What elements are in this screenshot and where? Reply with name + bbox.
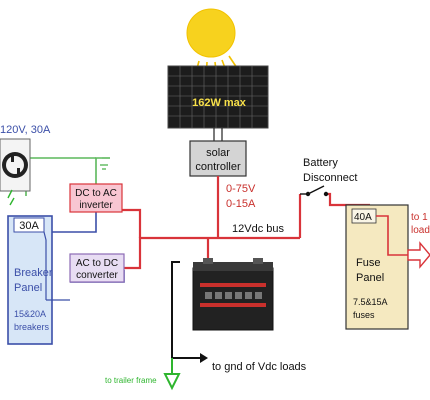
ground-vdc-label: to gnd of Vdc loads <box>212 361 307 373</box>
panel-controller-wires <box>213 128 223 142</box>
shore-power-green-marker <box>7 189 15 206</box>
converter-line1: AC to DC <box>76 258 118 269</box>
shore-power-label: 120V, 30A <box>0 124 51 136</box>
fuse-panel-box <box>345 204 409 330</box>
converter-box <box>69 253 125 283</box>
breaker-main-rating: 30A <box>19 220 39 232</box>
fuse-output-arrow-icon <box>407 241 430 269</box>
controller-current-label: 0-15A <box>226 198 256 210</box>
sun-icon <box>186 8 236 58</box>
fuse-main-rating: 40A <box>354 212 372 223</box>
ground-wire <box>171 261 200 359</box>
solar-controller-box <box>189 140 247 177</box>
ac-ground-tick <box>100 164 108 170</box>
inverter-box <box>69 183 123 213</box>
breaker-panel-line2: Panel <box>14 282 42 294</box>
battery-icon <box>192 258 274 331</box>
breaker-panel-line3: 15&20A <box>14 309 46 319</box>
solar-controller-line1: solar <box>206 147 230 159</box>
ground-frame-label: to trailer frame <box>105 376 157 385</box>
fuse-panel-line1: Fuse <box>356 257 380 269</box>
bus-label: 12Vdc bus <box>232 223 284 235</box>
battery-disconnect-line2: Disconnect <box>303 172 357 184</box>
controller-voltage-label: 0-75V <box>226 183 256 195</box>
switch-icon <box>300 185 329 197</box>
solar-panel-label: 162W max <box>192 97 247 109</box>
fuse-internal-wire <box>376 215 408 256</box>
outlet-icon <box>0 138 31 192</box>
fuse-panel-line4: fuses <box>353 310 375 320</box>
battery-disconnect-line1: Battery <box>303 157 338 169</box>
breaker-main-rating-box <box>13 217 45 233</box>
breaker-panel-line4: breakers <box>14 322 50 332</box>
fuse-output-line2: load <box>411 225 430 236</box>
solar-controller-line2: controller <box>195 161 241 173</box>
fuse-panel-line2: Panel <box>356 272 384 284</box>
inverter-line2: inverter <box>79 200 113 211</box>
ground-icon <box>163 358 181 391</box>
fuse-output-line1: to 1 <box>411 212 428 223</box>
breaker-panel-box <box>7 215 53 345</box>
fuse-panel-line3: 7.5&15A <box>353 297 388 307</box>
breaker-internal-wires <box>43 231 70 301</box>
converter-line2: converter <box>76 270 118 281</box>
ground-arrow <box>200 353 208 363</box>
inverter-line1: DC to AC <box>75 188 117 199</box>
breaker-panel-line1: Breaker <box>14 267 53 279</box>
solar-panel-icon <box>167 65 269 129</box>
